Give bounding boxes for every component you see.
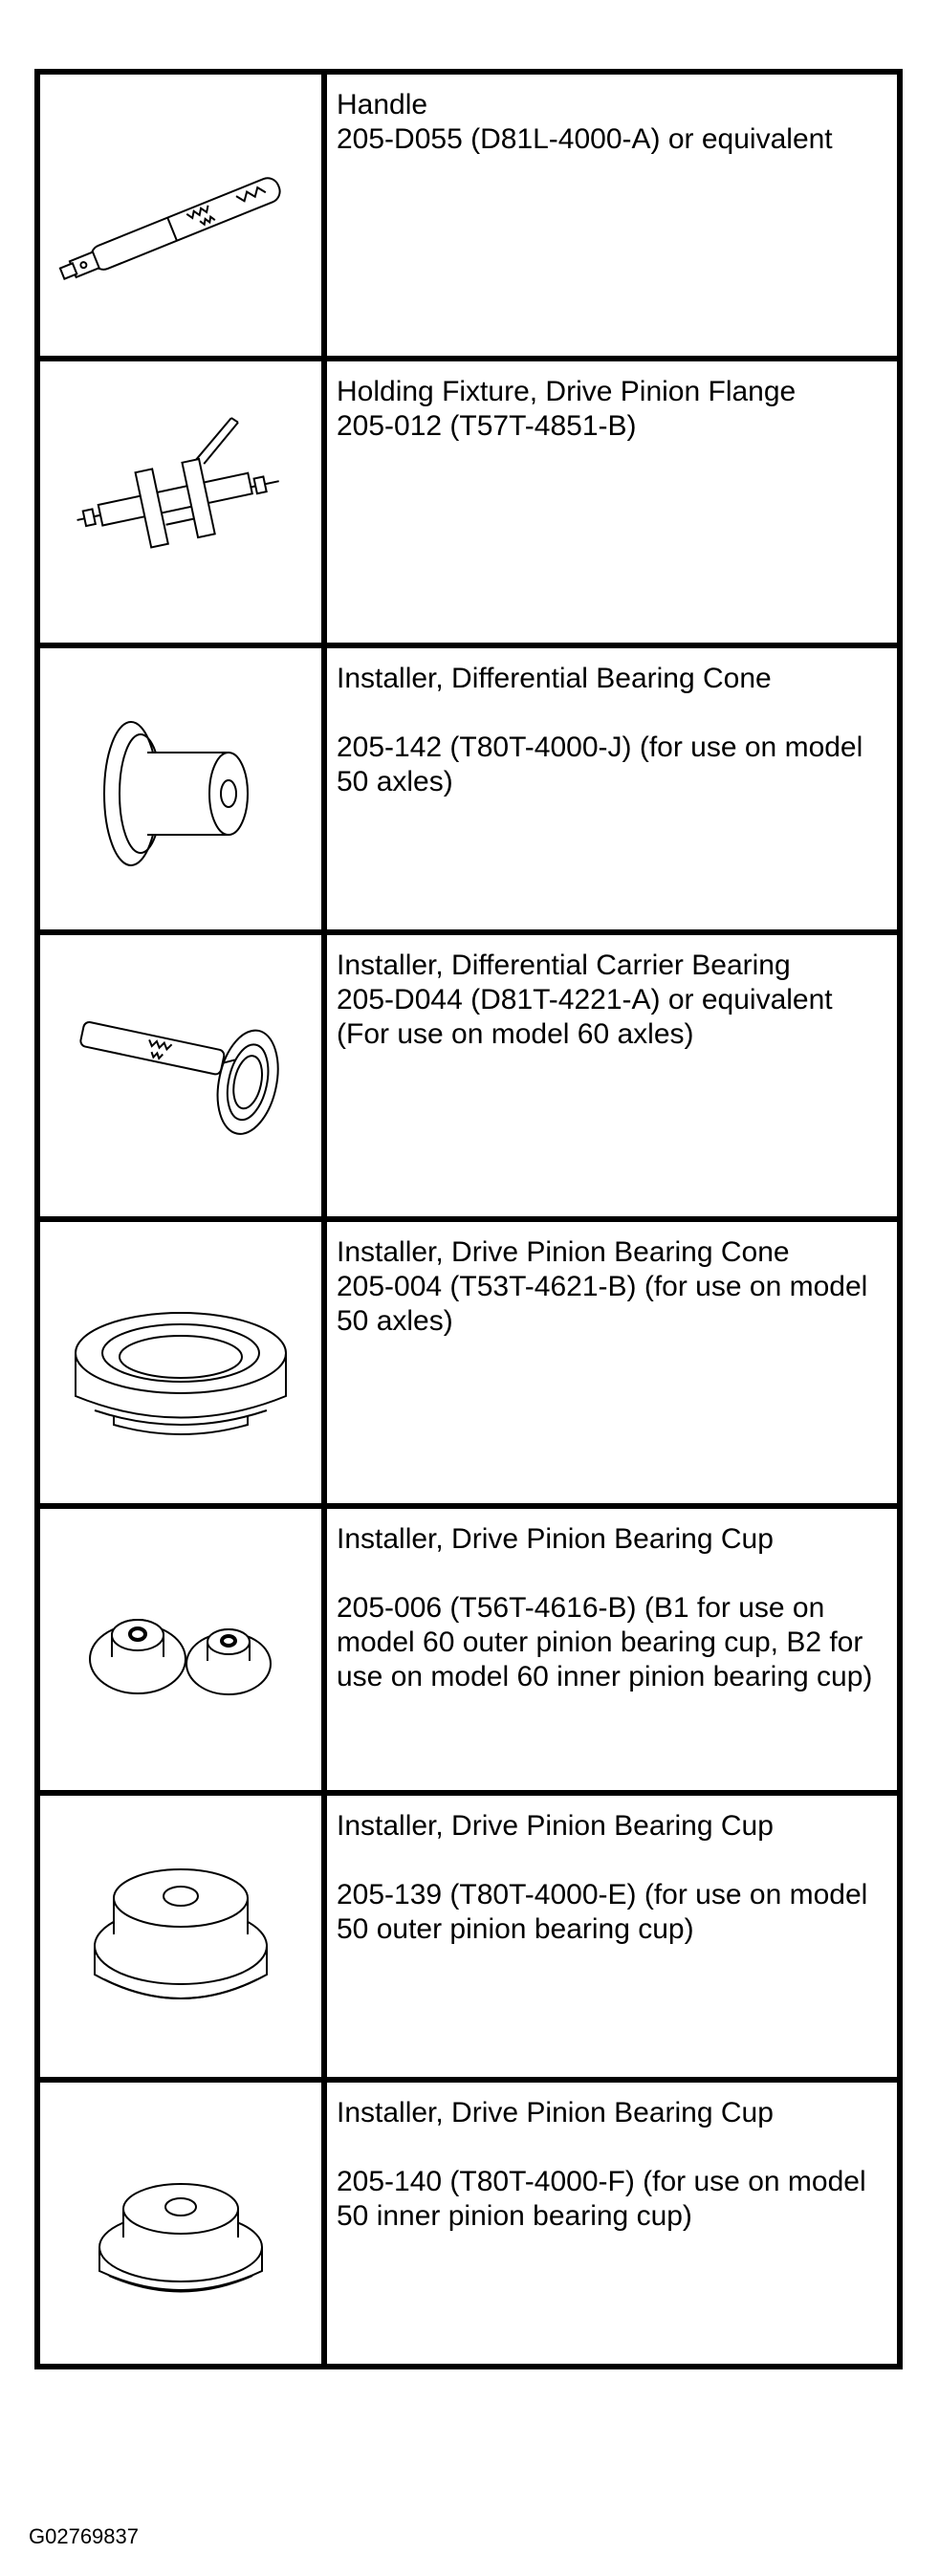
tool-name: Holding Fixture, Drive Pinion Flange [337,376,797,407]
tool-name: Installer, Drive Pinion Bearing Cone [337,1236,790,1268]
spacer [337,1557,889,1591]
tool-name: Installer, Drive Pinion Bearing Cup [337,1523,774,1555]
tool-image-cell [40,1222,327,1503]
tool-part-number: 205-139 (T80T-4000-E) (for use on model … [337,1879,868,1945]
tool-row: Installer, Differential Bearing Cone 205… [40,643,897,929]
tool-row: Handle 205-D055 (D81L-4000-A) or equival… [40,75,897,356]
pinion-cup-installer-outer-icon [56,1822,305,2051]
tool-row: Installer, Drive Pinion Bearing Cone 205… [40,1216,897,1503]
bearing-cone-installer-icon [56,674,305,904]
tool-description: Installer, Drive Pinion Bearing Cup 205-… [327,2083,897,2364]
tool-image-cell [40,2083,327,2364]
tool-description: Installer, Drive Pinion Bearing Cup 205-… [327,1509,897,1790]
tool-description: Holding Fixture, Drive Pinion Flange 205… [327,361,897,643]
tool-name: Installer, Differential Carrier Bearing [337,950,791,981]
tool-row: Installer, Drive Pinion Bearing Cup 205-… [40,1790,897,2077]
tool-description: Installer, Differential Bearing Cone 205… [327,648,897,929]
tool-name: Installer, Drive Pinion Bearing Cup [337,2097,774,2128]
tool-part-number: 205-004 (T53T-4621-B) (for use on model … [337,1271,868,1337]
spacer [337,2130,889,2165]
tool-name: Installer, Drive Pinion Bearing Cup [337,1810,774,1842]
tool-part-number: 205-D055 (D81L-4000-A) or equivalent [337,123,833,155]
special-tools-table: Handle 205-D055 (D81L-4000-A) or equival… [34,69,903,2369]
tool-description: Installer, Drive Pinion Bearing Cone 205… [327,1222,897,1503]
carrier-bearing-installer-icon [56,961,305,1190]
tool-part-number: 205-142 (T80T-4000-J) (for use on model … [337,731,863,797]
tool-part-number: 205-006 (T56T-4616-B) (B1 for use on mod… [337,1592,873,1692]
holding-fixture-icon [56,387,305,617]
tool-description: Handle 205-D055 (D81L-4000-A) or equival… [327,75,897,356]
tool-part-number: 205-D044 (D81T-4221-A) or equivalent (Fo… [337,984,833,1050]
spacer [337,696,889,731]
spacer [337,1844,889,1878]
tool-image-cell [40,1509,327,1790]
pinion-bearing-cone-installer-icon [56,1248,305,1477]
tool-row: Installer, Drive Pinion Bearing Cup 205-… [40,2077,897,2364]
tool-description: Installer, Drive Pinion Bearing Cup 205-… [327,1796,897,2077]
tool-description: Installer, Differential Carrier Bearing … [327,935,897,1216]
tool-part-number: 205-140 (T80T-4000-F) (for use on model … [337,2166,866,2232]
pinion-cup-installer-pair-icon [56,1535,305,1764]
tool-image-cell [40,361,327,643]
tool-image-cell [40,1796,327,2077]
figure-id: G02769837 [29,2524,139,2548]
tool-row: Installer, Differential Carrier Bearing … [40,929,897,1216]
tool-image-cell [40,935,327,1216]
tool-name: Handle [337,89,428,120]
tool-row: Installer, Drive Pinion Bearing Cup 205-… [40,1503,897,1790]
pinion-cup-installer-inner-icon [56,2108,305,2338]
tool-name: Installer, Differential Bearing Cone [337,663,772,694]
tool-part-number: 205-012 (T57T-4851-B) [337,410,637,442]
tool-row: Holding Fixture, Drive Pinion Flange 205… [40,356,897,643]
tool-image-cell [40,75,327,356]
tool-image-cell [40,648,327,929]
handle-tool-icon [56,100,305,330]
